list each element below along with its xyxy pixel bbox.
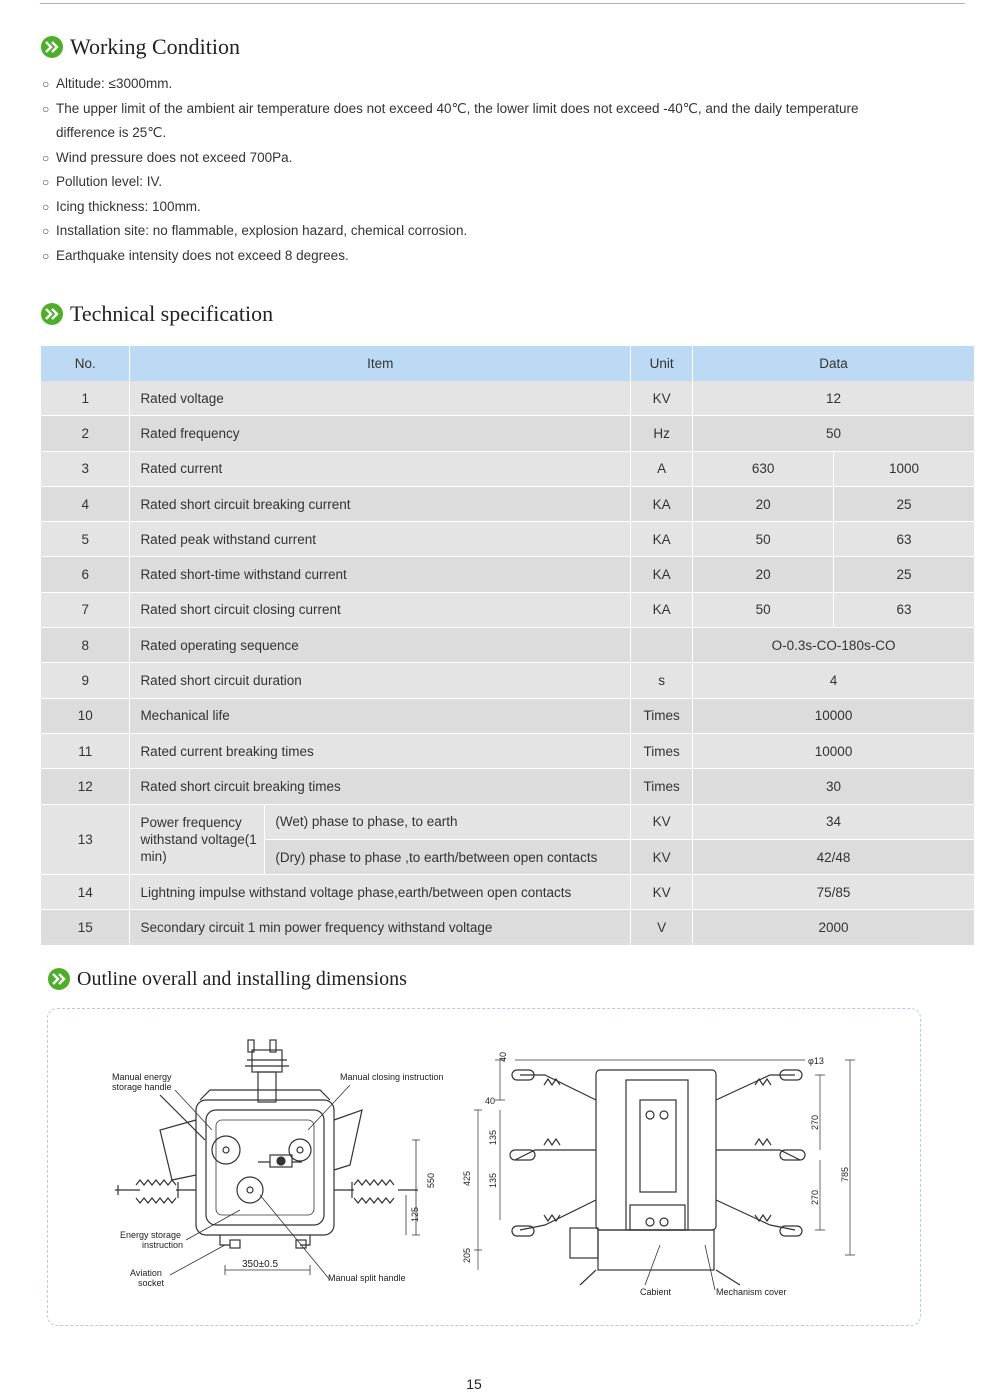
outline-title: Outline overall and installing dimension… (77, 967, 407, 990)
dim-425: 425 (462, 1171, 472, 1186)
dim-550: 550 (426, 1173, 436, 1188)
table-row: 11 Rated current breaking times Times 10… (41, 733, 975, 770)
table-header-row: No. Item Unit Data (41, 346, 975, 381)
col-header-item: Item (129, 346, 632, 381)
table-row: (Dry) phase to phase ,to earth/between o… (41, 839, 975, 876)
tech-spec-title: Technical specification (70, 301, 274, 326)
drawing-frame (47, 1008, 921, 1326)
col-header-data: Data (692, 346, 975, 381)
dim-350: 350±0.5 (242, 1259, 279, 1270)
list-item: ○Earthquake intensity does not exceed 8 … (42, 247, 349, 263)
dim-125: 125 (410, 1207, 420, 1222)
table-row: 15 Secondary circuit 1 min power frequen… (41, 909, 975, 946)
working-condition-list: ○Altitude: ≤3000mm. ○The upper limit of … (42, 72, 957, 268)
table-row: 10 Mechanical life Times 10000 (41, 698, 975, 734)
double-chevron-icon (48, 968, 70, 990)
working-condition-title: Working Condition (70, 34, 240, 59)
label-instruction: instruction (142, 1240, 183, 1250)
tech-spec-heading: Technical specification (40, 301, 273, 327)
dim-40-side: 40 (485, 1096, 495, 1106)
table-row: 12 Rated short circuit breaking times Ti… (41, 768, 975, 805)
table-row: 14 Lightning impulse withstand voltage p… (41, 874, 975, 911)
label-mechanism-cover: Mechanism cover (716, 1287, 787, 1297)
table-row: 1 Rated voltage KV 12 (41, 381, 975, 417)
dim-270-b: 270 (810, 1190, 820, 1205)
list-item: ○Wind pressure does not exceed 700Pa. (42, 149, 293, 165)
side-view-drawing (474, 1059, 855, 1291)
dim-40-top: 40 (498, 1052, 508, 1062)
dim-270-a: 270 (810, 1115, 820, 1130)
double-chevron-icon (41, 303, 63, 325)
label-aviation: Aviation (130, 1268, 162, 1278)
table-row: 3 Rated current A 630 1000 (41, 451, 975, 487)
table-row: 7 Rated short circuit closing current KA… (41, 592, 975, 629)
label-manual-energy: Manual energy (112, 1072, 172, 1082)
table-row: 13 Power frequency withstand voltage(1 m… (41, 804, 975, 876)
label-socket: socket (138, 1278, 165, 1288)
table-row: 8 Rated operating sequence O-0.3s-CO-180… (41, 627, 975, 664)
col-header-unit: Unit (630, 346, 694, 381)
list-item: ○The upper limit of the ambient air temp… (42, 100, 859, 116)
col-header-no: No. (41, 346, 131, 381)
front-view-drawing (115, 1039, 420, 1281)
table-row: 5 Rated peak withstand current KA 50 63 (41, 521, 975, 558)
label-storage-handle: storage handle (112, 1082, 172, 1092)
label-manual-split: Manual split handle (328, 1273, 406, 1283)
table-row: 2 Rated frequency Hz 50 (41, 415, 975, 452)
dim-135-a: 135 (488, 1130, 498, 1145)
spec-table: No. Item Unit Data 1 Rated voltage KV 12… (41, 346, 975, 946)
top-divider (40, 3, 965, 4)
label-manual-closing: Manual closing instruction (340, 1072, 444, 1082)
label-cabient: Cabient (640, 1287, 672, 1297)
list-item: ○Icing thickness: 100mm. (42, 198, 201, 214)
table-row: 4 Rated short circuit breaking current K… (41, 486, 975, 523)
dim-205: 205 (462, 1248, 472, 1263)
working-condition-heading: Working Condition (40, 34, 240, 60)
page-number: 15 (466, 1376, 482, 1392)
list-item: ○Altitude: ≤3000mm. (42, 76, 173, 91)
dim-135-b: 135 (488, 1173, 498, 1188)
label-energy-storage: Energy storage (120, 1230, 181, 1240)
list-item-continuation: difference is 25℃. (56, 125, 167, 140)
dim-785: 785 (840, 1167, 850, 1182)
table-row: 9 Rated short circuit duration s 4 (41, 662, 975, 699)
section-divider (45, 943, 919, 944)
table-row: 6 Rated short-time withstand current KA … (41, 556, 975, 593)
list-item: ○Installation site: no flammable, explos… (42, 223, 468, 238)
outline-heading: Outline overall and installing dimension… (47, 967, 407, 991)
dim-13: φ13 (808, 1056, 824, 1066)
list-item: ○Pollution level: IV. (42, 174, 163, 189)
double-chevron-icon (41, 36, 63, 58)
